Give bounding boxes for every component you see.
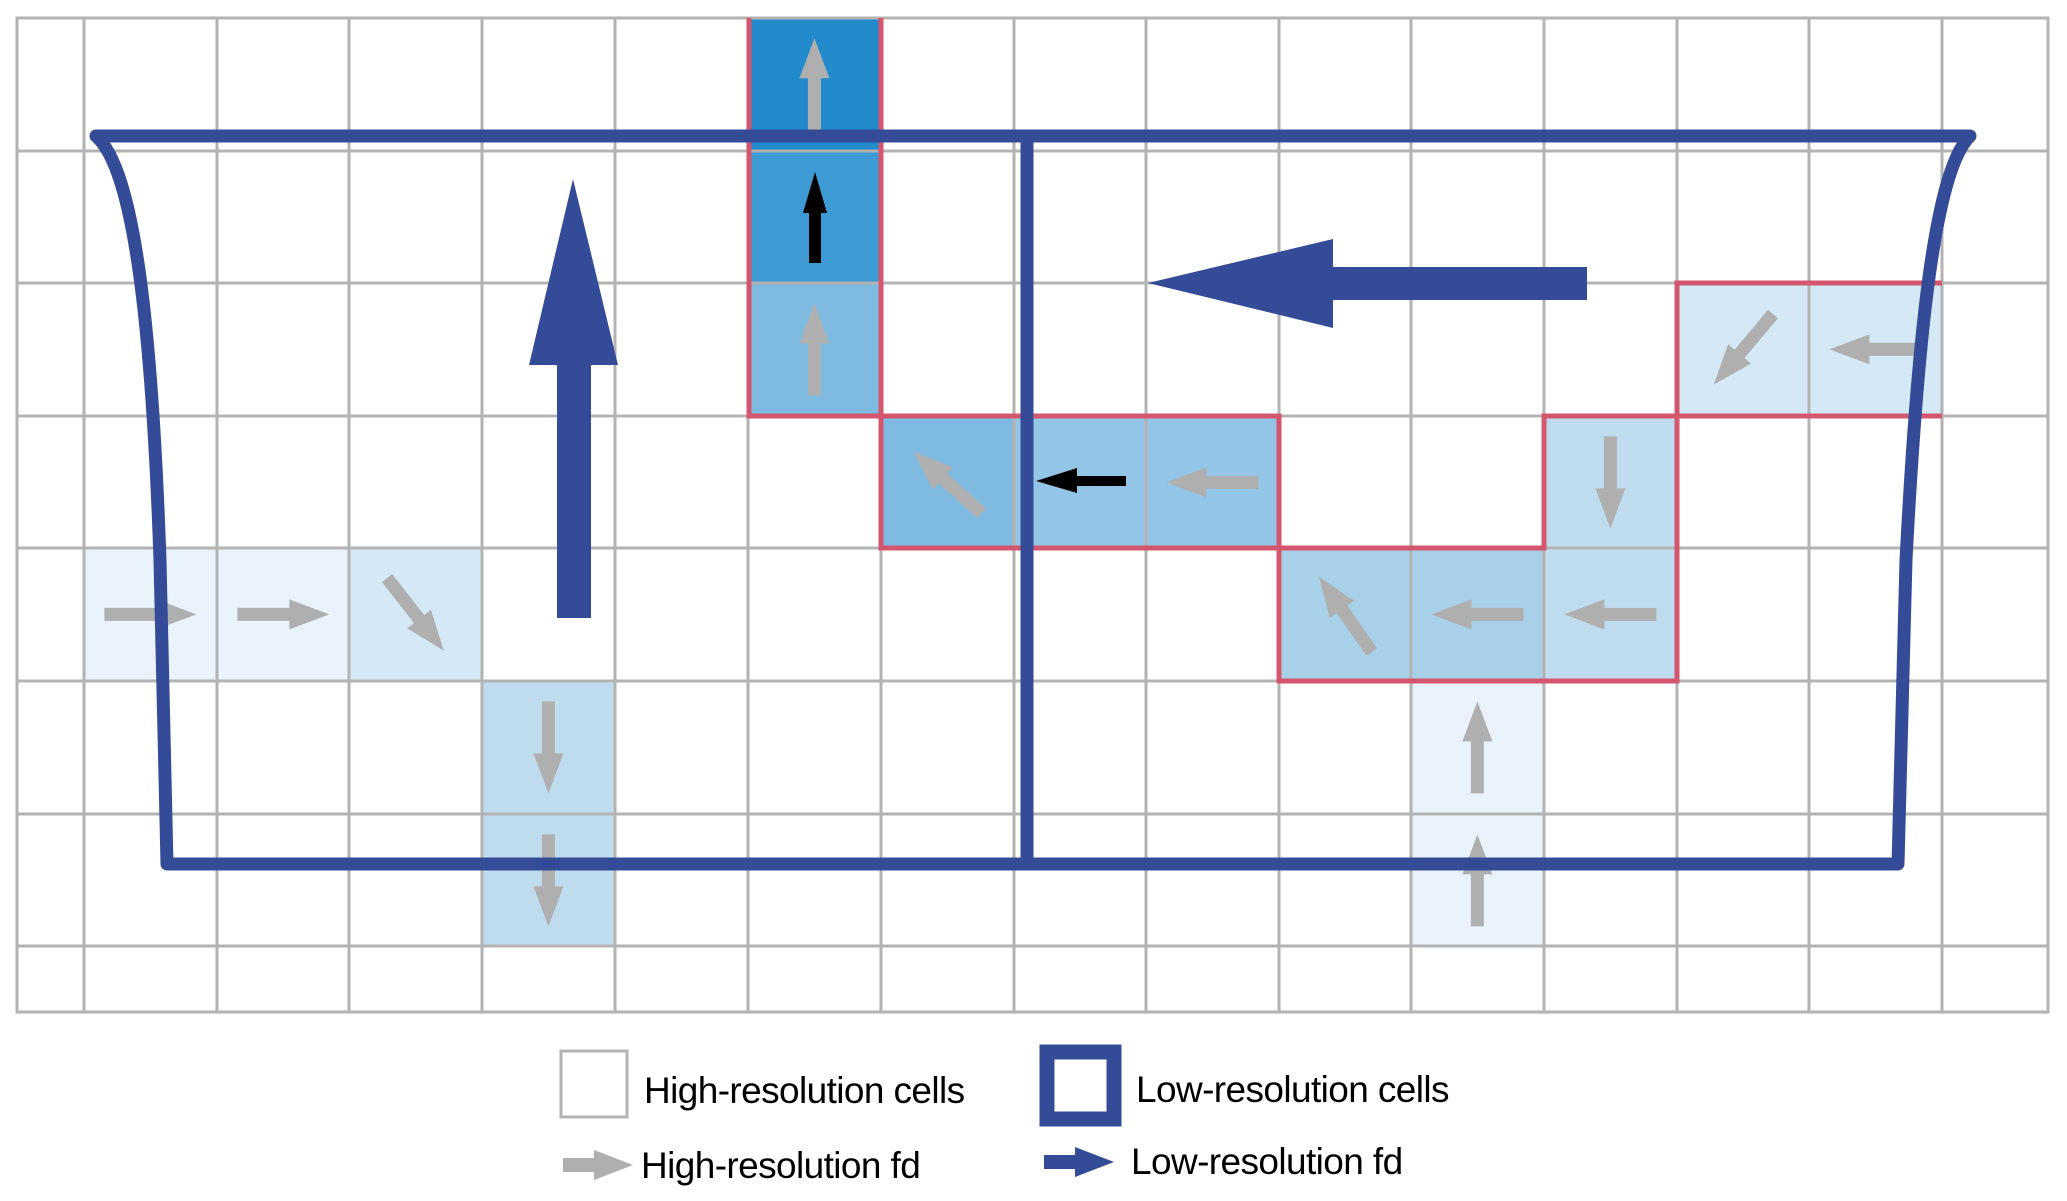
high-res-fd-arrow <box>1166 467 1259 498</box>
red-boundary-top-right <box>1674 280 1942 419</box>
high-res-fd-arrow <box>533 834 564 927</box>
low-resolution-fd-arrows <box>529 179 1587 618</box>
blue-thick-square-outline-icon <box>1039 1044 1122 1127</box>
high-res-fd-arrow <box>1595 436 1626 529</box>
legend-label-high-res-cells: High-resolution cells <box>644 1070 965 1111</box>
gray-arrow-right-icon <box>563 1150 633 1180</box>
high-res-fd-arrow <box>237 599 330 630</box>
grid-border <box>15 16 2050 1014</box>
high-resolution-fd-arrows <box>104 38 1922 927</box>
legend-item-low-res-fd: Low-resolution fd <box>1044 1141 1403 1182</box>
high-res-fd-arrow <box>1462 834 1493 927</box>
path-arrow-left <box>1036 468 1126 493</box>
low-resolution-cells-outline <box>89 129 1977 871</box>
legend-label-low-res-fd: Low-resolution fd <box>1131 1141 1403 1182</box>
high-res-fd-arrow <box>799 38 830 131</box>
high-res-fd-arrow <box>799 303 830 396</box>
path-arrow-up <box>803 172 827 263</box>
high-res-fd-arrow <box>533 701 564 794</box>
high-res-fd-arrow <box>1713 309 1778 385</box>
high-res-fd-arrow <box>913 451 986 518</box>
legend-item-low-res-cells: Low-resolution cells <box>1039 1044 1450 1127</box>
selected-path-arrows <box>803 172 1126 493</box>
low-res-fd-arrow-up <box>529 179 618 618</box>
legend-item-high-res-fd: High-resolution fd <box>563 1145 921 1186</box>
legend-label-high-res-fd: High-resolution fd <box>641 1145 920 1186</box>
upstream-area-boundary <box>746 18 1942 684</box>
red-boundary-upper <box>746 18 1282 551</box>
legend-item-high-res-cells: High-resolution cells <box>559 1049 965 1119</box>
high-res-fd-arrow <box>1462 701 1493 794</box>
high-res-fd-arrow <box>1564 599 1657 630</box>
blue-arrow-right-icon <box>1044 1147 1114 1177</box>
high-res-fd-arrow <box>382 574 444 651</box>
high-res-fd-arrow <box>104 599 197 630</box>
gray-square-outline-icon <box>559 1049 629 1119</box>
low-res-fd-arrow-left <box>1148 239 1587 328</box>
high-res-fd-arrow <box>1319 576 1378 656</box>
high-res-fd-arrow <box>1829 334 1922 365</box>
legend-label-low-res-cells: Low-resolution cells <box>1136 1069 1449 1110</box>
high-res-fd-arrow <box>1431 599 1524 630</box>
legend: High-resolution cells Low-resolution cel… <box>559 1044 1450 1186</box>
